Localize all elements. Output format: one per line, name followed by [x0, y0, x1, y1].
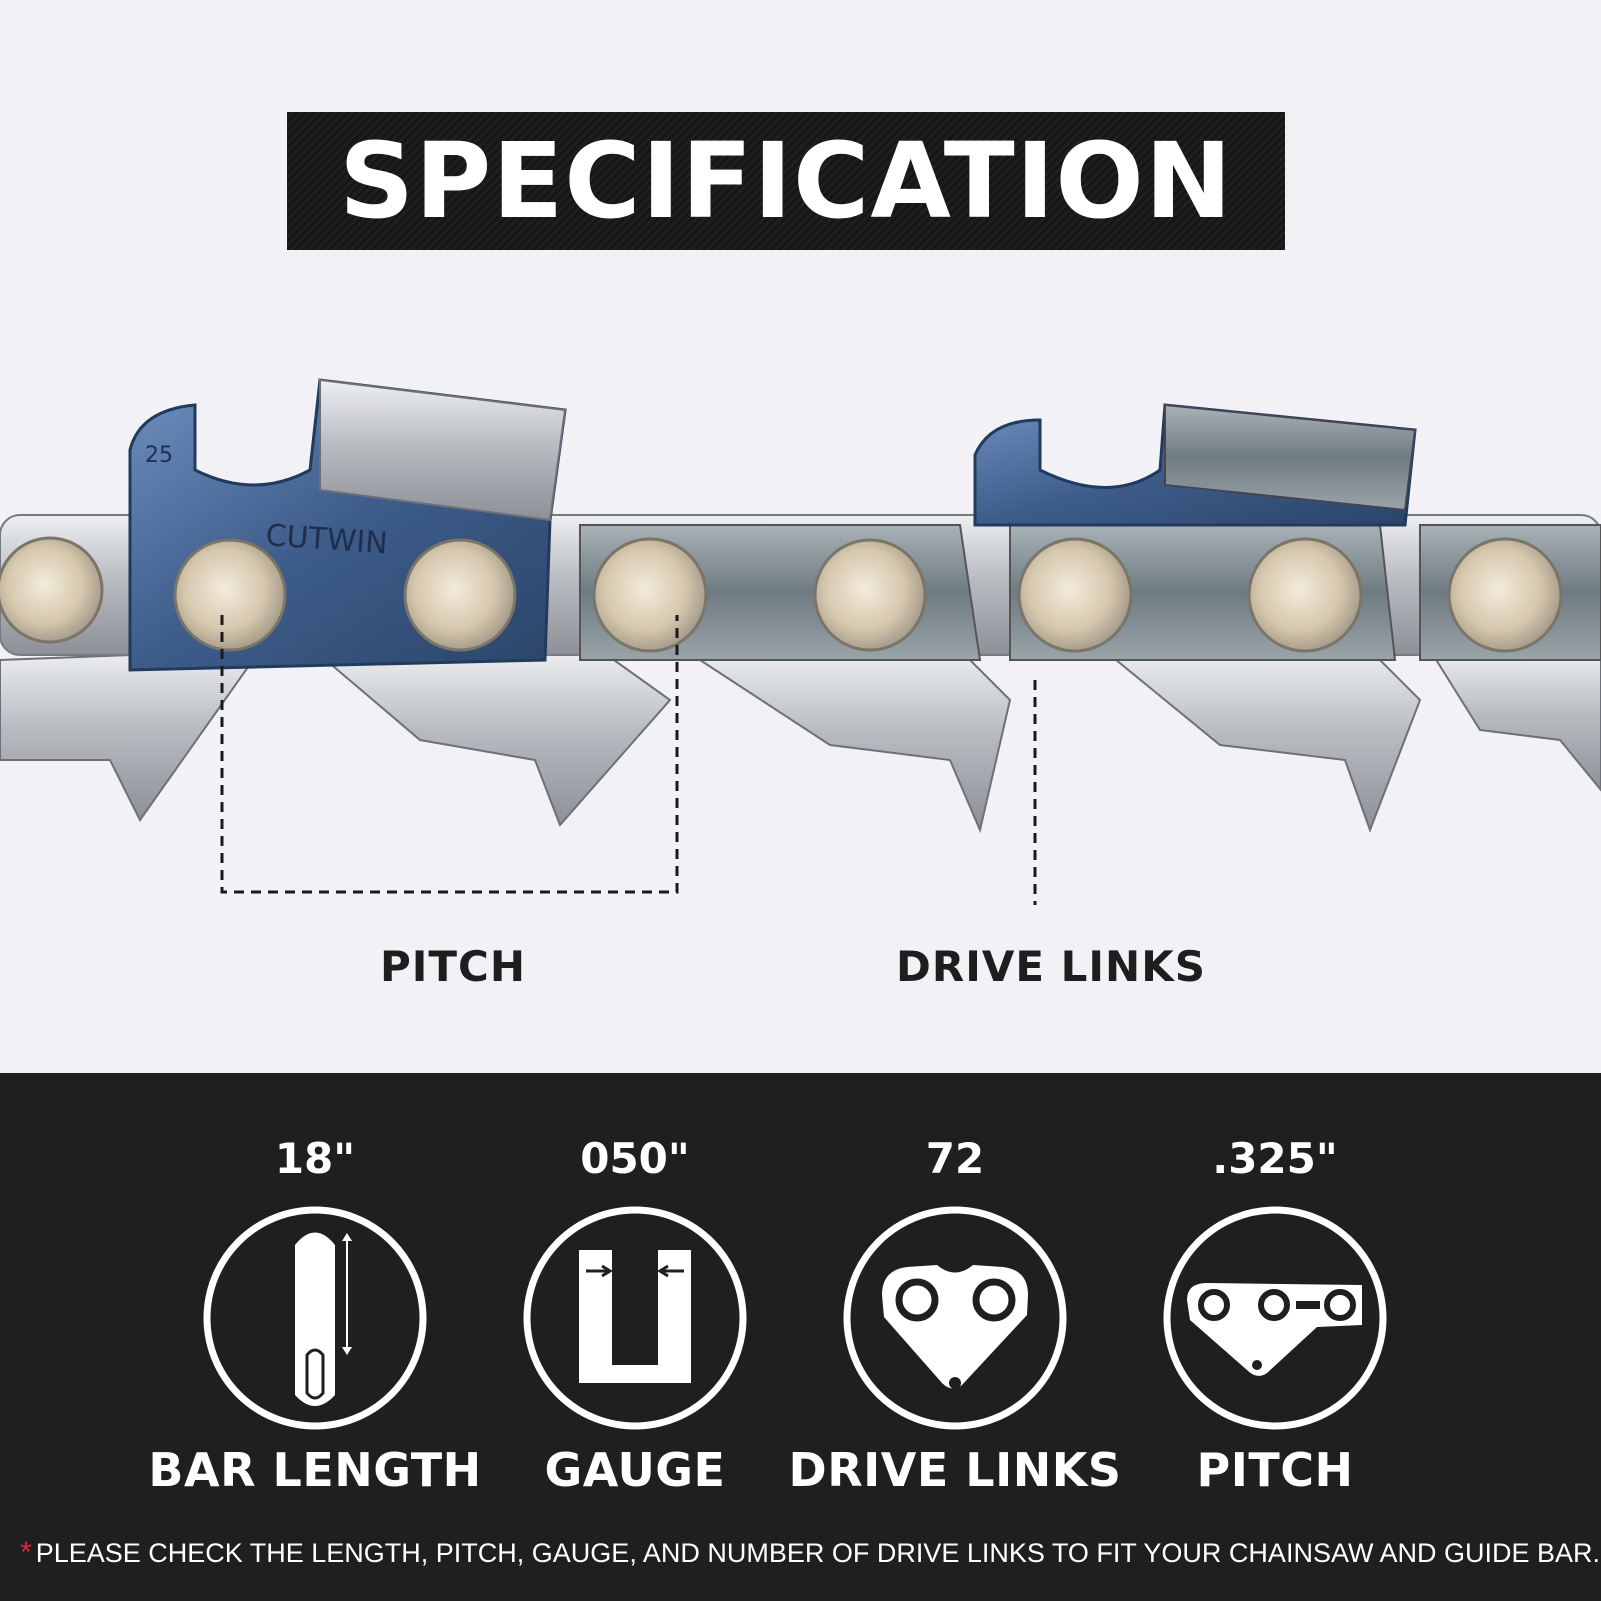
drive-links-callout-label: DRIVE LINKS	[896, 942, 1206, 991]
drive-links-value: 72	[925, 1134, 985, 1183]
disclaimer-text: PLEASE CHECK THE LENGTH, PITCH, GAUGE, A…	[35, 1537, 1600, 1568]
gauge-marking: 25	[145, 443, 173, 468]
spec-pitch: .325" PITCH	[1115, 1073, 1435, 1497]
chain-photo: CUTWIN 25	[0, 378, 1601, 905]
disclaimer-note: * PLEASE CHECK THE LENGTH, PITCH, GAUGE,…	[20, 1536, 1600, 1570]
pitch-label: PITCH	[1196, 1443, 1354, 1497]
pitch-callout-line	[220, 615, 679, 894]
spec-bar-length: 18" BAR LENGTH	[148, 1073, 481, 1498]
gauge-value: 050"	[580, 1134, 690, 1183]
bar-length-label: BAR LENGTH	[148, 1443, 482, 1497]
brand-marking: CUTWIN	[264, 518, 388, 561]
drive-link-teeth	[0, 648, 1601, 834]
spec-drive-links: 72 DRIVE LINKS	[789, 1073, 1121, 1498]
title-banner: SPECIFICATION	[287, 112, 1285, 250]
drive-links-label: DRIVE LINKS	[788, 1443, 1122, 1497]
pitch-value: .325"	[1212, 1134, 1338, 1183]
bar-length-value: 18"	[274, 1134, 356, 1183]
page-title: SPECIFICATION	[339, 120, 1233, 242]
pitch-icon	[1163, 1206, 1387, 1430]
pitch-callout-label: PITCH	[380, 942, 527, 991]
spec-panel: 18" BAR LENGTH 050" GAUGE 72 DRIVE LIN	[0, 1073, 1601, 1601]
rivets	[0, 536, 1563, 653]
bar-length-icon	[203, 1206, 427, 1430]
gauge-icon	[523, 1206, 747, 1430]
drive-link-icon	[843, 1206, 1067, 1430]
cutter-link-right	[973, 403, 1417, 527]
spec-gauge: 050" GAUGE	[475, 1073, 795, 1497]
asterisk-marker: *	[20, 1536, 32, 1569]
gauge-label: GAUGE	[544, 1443, 726, 1497]
